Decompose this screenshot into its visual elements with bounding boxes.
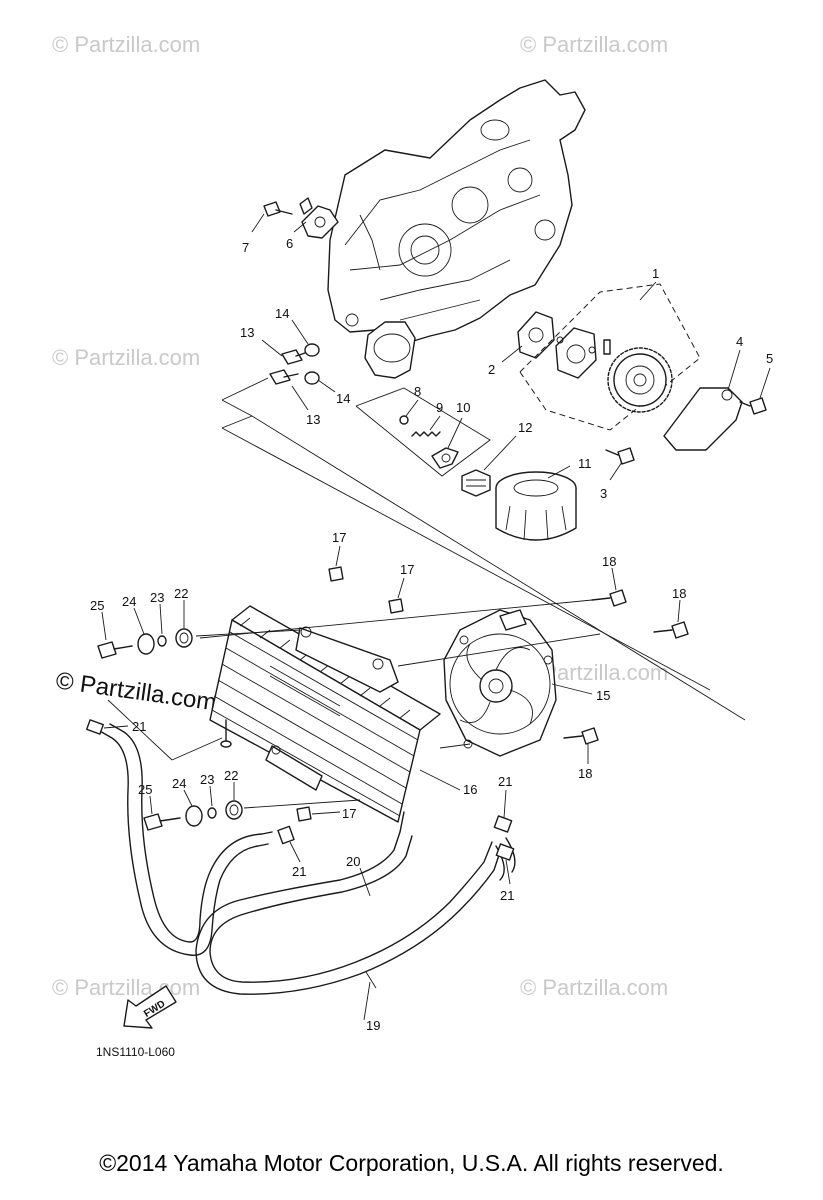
nut-17 — [328, 566, 344, 582]
callout-14: 14 — [336, 391, 350, 406]
callout-4: 4 — [736, 334, 743, 349]
callout-1: 1 — [652, 266, 659, 281]
union-bolt-13-upper — [281, 349, 309, 365]
watermark: © Partzilla.com — [52, 975, 200, 1000]
callout-17: 17 — [332, 530, 346, 545]
callout-23: 23 — [150, 590, 164, 605]
callout-13: 13 — [240, 325, 254, 340]
mount-set-upper — [97, 628, 193, 659]
watermark: © Partzilla.com — [52, 32, 200, 57]
bolt-3 — [605, 447, 635, 465]
bolt-18 — [563, 727, 599, 745]
callout-8: 8 — [414, 384, 421, 399]
clamp-21 — [86, 719, 104, 735]
plate-2 — [517, 311, 555, 359]
bolt-7 — [263, 201, 293, 217]
bolt-18 — [591, 589, 627, 607]
callout-6: 6 — [286, 236, 293, 251]
bolt-5 — [739, 397, 767, 415]
oil-pump-1 — [555, 327, 673, 413]
callout-25: 25 — [138, 782, 152, 797]
callout-11: 11 — [578, 456, 592, 471]
callout-18: 18 — [672, 586, 686, 601]
mount-set-lower — [143, 800, 243, 831]
callout-19: 19 — [366, 1018, 380, 1033]
callout-14: 14 — [275, 306, 289, 321]
callout-23: 23 — [200, 772, 214, 787]
nut-17 — [296, 806, 312, 822]
callout-7: 7 — [242, 240, 249, 255]
callout-17: 17 — [400, 562, 414, 577]
copyright-notice: ©2014 Yamaha Motor Corporation, U.S.A. A… — [99, 1150, 724, 1176]
callout-21: 21 — [132, 719, 146, 734]
ball-8 — [399, 415, 409, 425]
callout-12: 12 — [518, 420, 532, 435]
clamp-21 — [277, 825, 295, 845]
callout-15: 15 — [596, 688, 610, 703]
bolt-18 — [653, 621, 689, 639]
oil-cooler-16 — [209, 605, 441, 833]
diagram-code: 1NS1110-L060 — [96, 1045, 175, 1059]
plug-10 — [431, 447, 459, 469]
callout-20: 20 — [346, 854, 360, 869]
clamp-21 — [495, 843, 515, 861]
callout-25: 25 — [90, 598, 104, 613]
callout-16: 16 — [463, 782, 477, 797]
fwd-arrow-icon: FWD — [123, 985, 177, 1029]
main-watermark: © Partzilla.com — [54, 667, 218, 716]
callout-22: 22 — [224, 768, 238, 783]
callout-18: 18 — [578, 766, 592, 781]
watermark: © Partzilla.com — [520, 975, 668, 1000]
callout-5: 5 — [766, 351, 773, 366]
callout-10: 10 — [456, 400, 470, 415]
oil-filter-11 — [495, 471, 577, 541]
callout-24: 24 — [122, 594, 136, 609]
callout-22: 22 — [174, 586, 188, 601]
callout-3: 3 — [600, 486, 607, 501]
hose-19 — [195, 831, 516, 995]
oil-pump-group — [519, 283, 701, 431]
callout-17: 17 — [342, 806, 356, 821]
callout-24: 24 — [172, 776, 186, 791]
watermark: © Partzilla.com — [52, 345, 200, 370]
cover-4 — [663, 387, 743, 451]
callout-13: 13 — [306, 412, 320, 427]
crankcase — [327, 79, 586, 379]
watermark: © Partzilla.com — [520, 32, 668, 57]
callout-21: 21 — [500, 888, 514, 903]
callout-9: 9 — [436, 400, 443, 415]
union-bolt-13-lower — [269, 369, 299, 385]
spring-9 — [411, 431, 441, 437]
nut-17 — [388, 598, 404, 614]
callout-2: 2 — [488, 362, 495, 377]
callout-21: 21 — [292, 864, 306, 879]
gasket-14-upper — [304, 343, 320, 357]
plug-12 — [461, 469, 491, 497]
gasket-14-lower — [304, 371, 320, 385]
callout-21: 21 — [498, 774, 512, 789]
plate-6 — [299, 197, 339, 239]
clamp-21 — [493, 815, 513, 833]
fan-15 — [443, 609, 557, 757]
hose-20 — [97, 723, 273, 956]
callout-18: 18 — [602, 554, 616, 569]
